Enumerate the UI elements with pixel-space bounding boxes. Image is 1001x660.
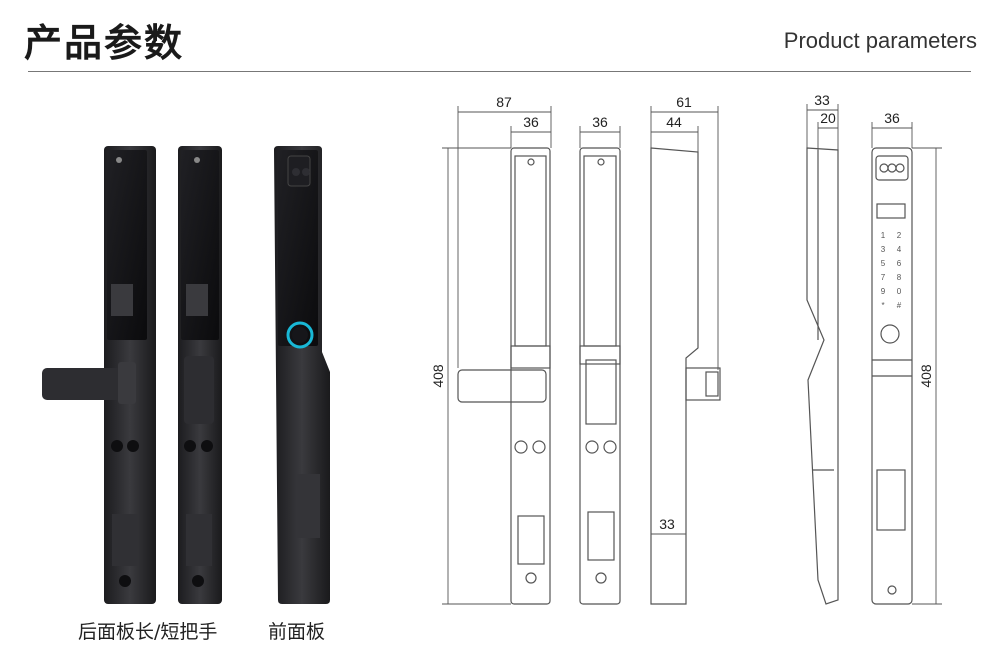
dim-side-depth-total: 61 [676,94,692,110]
page-title: 产品参数 [24,21,185,65]
dim-height-right: 408 [918,364,934,388]
page-subtitle: Product parameters [783,28,977,53]
dimension-labels: 87 36 36 61 44 33 33 20 36 408 408 [430,92,934,532]
svg-text:3: 3 [881,245,886,254]
dim-front-width: 36 [884,110,900,126]
svg-text:#: # [897,301,902,310]
header-divider [28,71,971,72]
dim-front-depth-total: 33 [814,92,830,108]
svg-text:9: 9 [881,287,886,296]
svg-text:5: 5 [881,259,886,268]
front-panel-face-drawing [871,147,913,605]
svg-text:8: 8 [897,273,902,282]
svg-text:6: 6 [897,259,902,268]
front-panel-photo [274,146,330,604]
svg-text:7: 7 [881,273,886,282]
svg-text:0: 0 [897,287,902,296]
dim-height-left: 408 [430,364,446,388]
dim-rear-width-b: 36 [592,114,608,130]
dim-side-depth-body: 44 [666,114,682,130]
rear-panel-short-drawing [579,147,621,605]
rear-panel-handle-drawing [457,147,551,605]
svg-text:2: 2 [897,231,902,240]
side-profile-drawing [650,147,721,605]
rear-panel-long-handle-photo [42,146,156,604]
svg-text:4: 4 [897,245,902,254]
svg-text:*: * [881,301,884,310]
front-side-profile-drawing [806,147,839,605]
dimension-lines [442,104,942,605]
svg-text:1: 1 [881,231,886,240]
keypad-drawing: 1 2 3 4 5 6 7 8 9 0 * # [881,231,902,310]
dim-total-width: 87 [496,94,512,110]
dim-front-depth-body: 20 [820,110,836,126]
rear-panel-short-handle-photo [178,146,222,604]
dim-side-lower: 33 [659,516,675,532]
dim-rear-width-a: 36 [523,114,539,130]
caption-front-panel: 前面板 [268,621,326,643]
caption-rear-panel: 后面板长/短把手 [78,621,218,643]
